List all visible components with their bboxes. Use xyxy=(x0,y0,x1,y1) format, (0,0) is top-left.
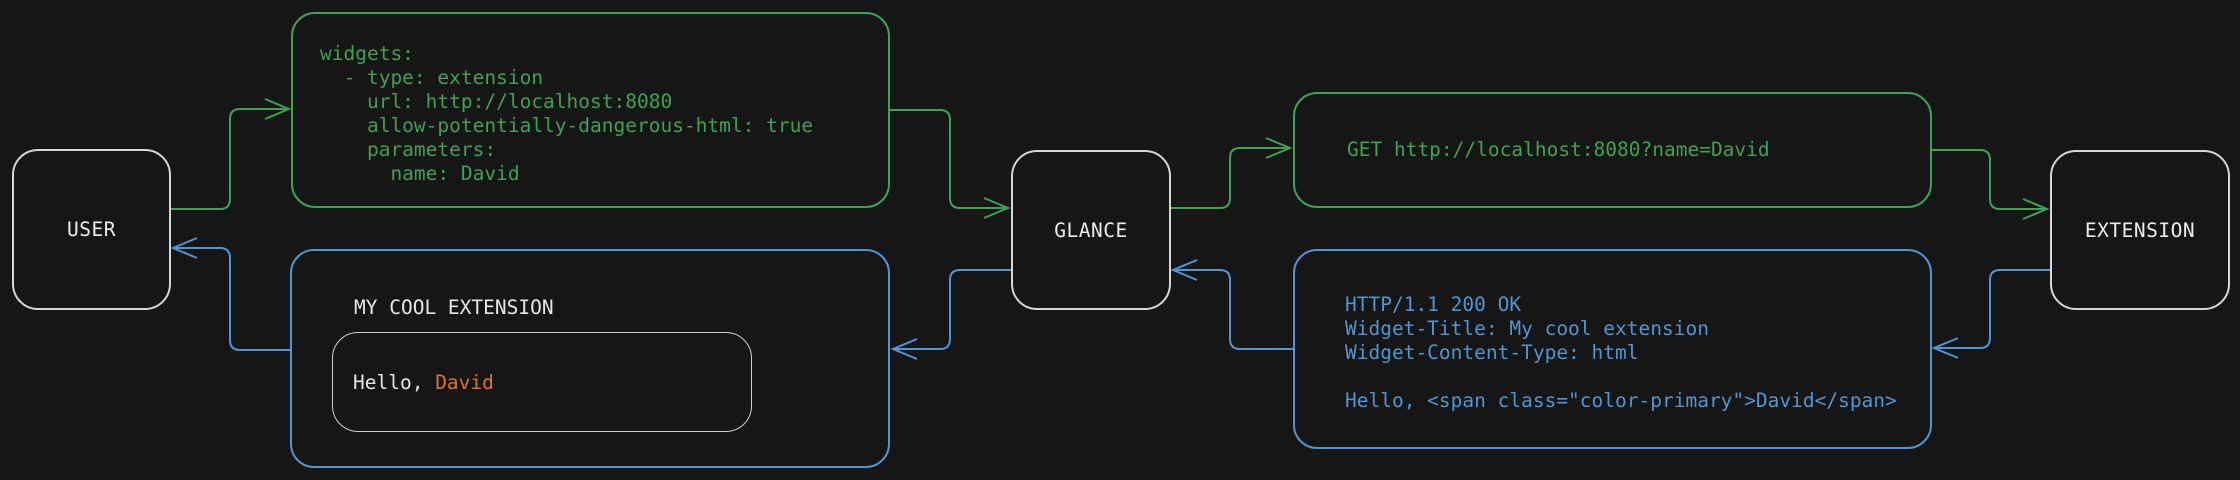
http-request-box: GET http://localhost:8080?name=David xyxy=(1293,92,1932,208)
http-request-code: GET http://localhost:8080?name=David xyxy=(1347,138,1770,161)
http-response-box: HTTP/1.1 200 OK Widget-Title: My cool ex… xyxy=(1293,249,1932,449)
arrowhead-config-to-glance xyxy=(983,197,1011,219)
glance-node: GLANCE xyxy=(1011,150,1171,310)
extension-node: EXTENSION xyxy=(2050,150,2230,310)
connector-config-to-glance xyxy=(890,109,1007,209)
connector-glance-to-widget xyxy=(895,269,1011,350)
yaml-config-box: widgets: - type: extension url: http://l… xyxy=(291,12,890,208)
glance-node-label: GLANCE xyxy=(1054,218,1128,242)
widget-title: MY COOL EXTENSION xyxy=(354,296,554,319)
arrowhead-glance-to-request xyxy=(1265,137,1293,159)
arrowhead-widget-to-user xyxy=(170,237,198,259)
extension-node-label: EXTENSION xyxy=(2084,218,2196,242)
connector-extension-to-response xyxy=(1936,269,2050,349)
greeting-prefix: Hello, xyxy=(353,370,436,394)
http-response-code: HTTP/1.1 200 OK Widget-Title: My cool ex… xyxy=(1345,293,1897,412)
yaml-config-code: widgets: - type: extension url: http://l… xyxy=(320,42,814,185)
greeting-name: David xyxy=(435,370,494,394)
arrowhead-user-to-config xyxy=(264,98,292,120)
connector-request-to-extension xyxy=(1932,149,2046,210)
connector-glance-to-request xyxy=(1171,147,1289,209)
widget-greeting-box: Hello, David xyxy=(332,332,752,432)
connector-user-to-config xyxy=(171,108,288,210)
arrowhead-request-to-extension xyxy=(2022,198,2050,220)
arrowhead-response-to-glance xyxy=(1170,259,1198,281)
user-node-label: USER xyxy=(67,218,116,241)
arrowhead-extension-to-response xyxy=(1931,337,1959,359)
connector-widget-to-user xyxy=(175,247,290,351)
arrowhead-glance-to-widget xyxy=(890,338,918,360)
rendered-widget-box: MY COOL EXTENSION Hello, David xyxy=(290,249,890,468)
connector-response-to-glance xyxy=(1175,269,1293,350)
user-node: USER xyxy=(12,149,171,310)
